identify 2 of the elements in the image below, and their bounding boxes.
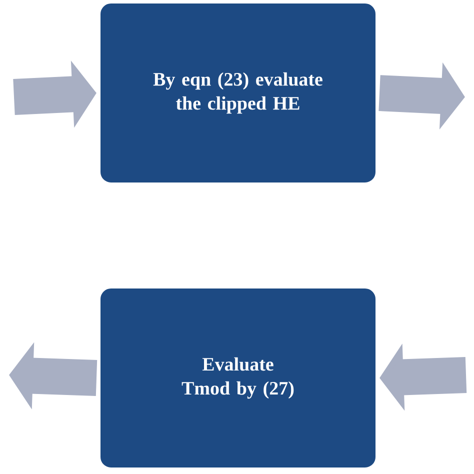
process-box: Evaluate Tmod by (27)	[98, 286, 378, 470]
process-box: By eqn (23) evaluate the clipped HE	[98, 0, 378, 186]
